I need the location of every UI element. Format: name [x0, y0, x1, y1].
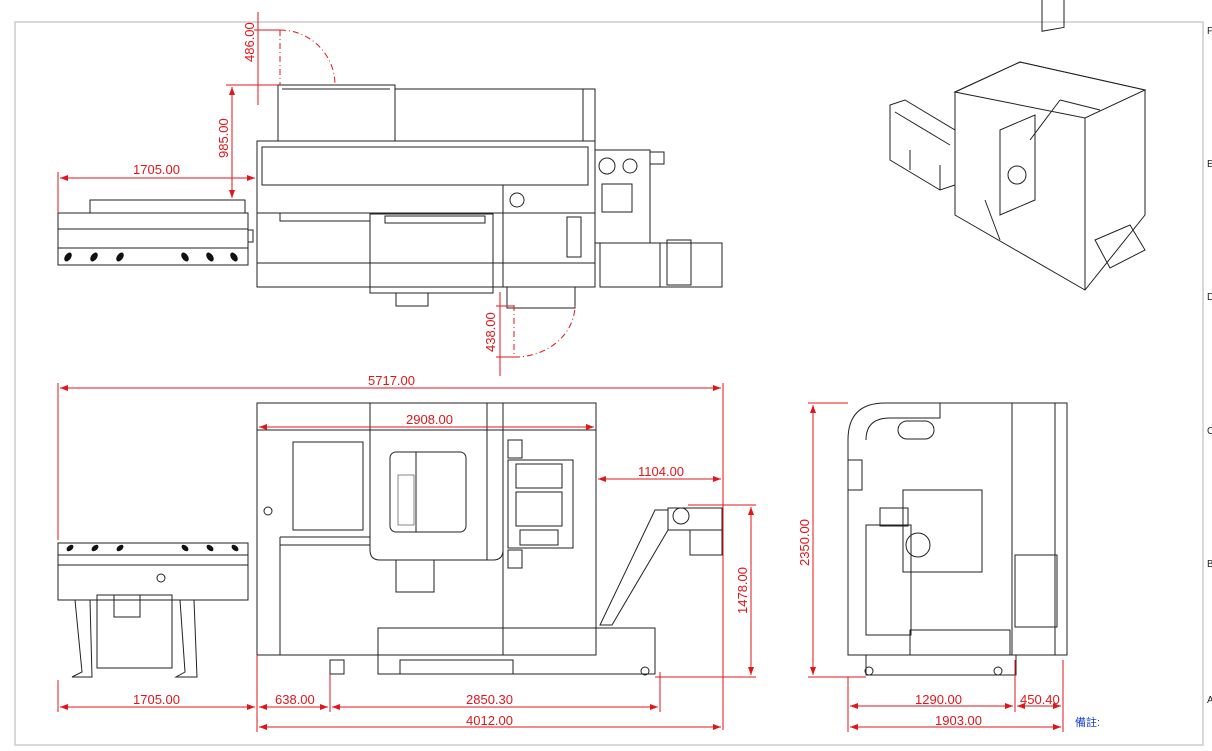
top-front-door — [369, 213, 494, 294]
top-chip-conveyor — [599, 242, 723, 288]
front-center-door — [369, 403, 504, 561]
front-drawer — [395, 559, 435, 593]
dim-2350: 2350.00 — [797, 519, 812, 566]
top-side-unit — [594, 149, 651, 244]
zone-label: C — [1207, 426, 1212, 437]
front-bar-feeder-screen — [113, 594, 141, 618]
dim-486: 486.00 — [242, 22, 257, 62]
dim-2850: 2850.30 — [466, 692, 513, 707]
top-view-dimensions: 486.00 985.00 1705.00 438.00 — [57, 12, 514, 376]
front-control-panel — [507, 459, 574, 549]
dim-450: 450.40 — [1020, 692, 1060, 707]
sheet-border — [14, 21, 1204, 746]
door-swing-arc-top — [279, 29, 336, 86]
zone-labels: F E D C B A — [1207, 26, 1212, 706]
side-window — [902, 489, 983, 573]
side-view-dimensions: 2350.00 1290.00 450.40 1903.00 — [797, 402, 1064, 732]
zone-label: D — [1207, 292, 1212, 303]
zone-label: B — [1207, 559, 1212, 570]
front-base — [377, 627, 656, 675]
dim-638: 638.00 — [275, 692, 315, 707]
zone-label: F — [1207, 26, 1212, 37]
side-main-body — [847, 402, 1068, 656]
top-door-housing — [277, 84, 396, 142]
dim-1903: 1903.00 — [935, 713, 982, 728]
side-electrical-cabinet — [1014, 554, 1058, 628]
dim-4012: 4012.00 — [466, 713, 513, 728]
top-handle — [395, 292, 429, 307]
dim-1705-front: 1705.00 — [133, 692, 180, 707]
dim-5717: 5717.00 — [368, 373, 415, 388]
front-main-body — [256, 402, 597, 656]
front-conveyor-motor — [672, 507, 690, 525]
top-bar-feeder — [57, 212, 249, 266]
dim-2908: 2908.00 — [406, 412, 453, 427]
front-left-window — [292, 441, 364, 531]
top-view — [57, 29, 723, 358]
dim-1104: 1104.00 — [638, 464, 684, 479]
front-view-dimensions: 5717.00 2908.00 1104.00 1478.00 1705.00 … — [57, 373, 756, 732]
dim-1478: 1478.00 — [735, 567, 750, 614]
dim-985: 985.00 — [216, 118, 231, 158]
front-bar-feeder-cabinet — [96, 594, 173, 669]
zone-label: E — [1207, 159, 1212, 170]
front-door-window — [389, 451, 467, 533]
front-chip-conveyor — [599, 509, 669, 626]
zone-label: A — [1207, 695, 1212, 706]
dim-1705-top: 1705.00 — [133, 162, 180, 177]
door-swing-arc-bottom — [513, 304, 576, 358]
isometric-view — [889, 0, 1147, 291]
notes-label: 備註: — [1075, 716, 1100, 729]
dim-1290: 1290.00 — [915, 692, 962, 707]
front-bar-feeder — [57, 542, 249, 601]
front-view — [57, 402, 723, 678]
dim-438: 438.00 — [483, 312, 498, 352]
top-conveyor-motor — [666, 239, 692, 286]
top-rear-cover — [394, 88, 596, 142]
side-view — [847, 402, 1068, 676]
